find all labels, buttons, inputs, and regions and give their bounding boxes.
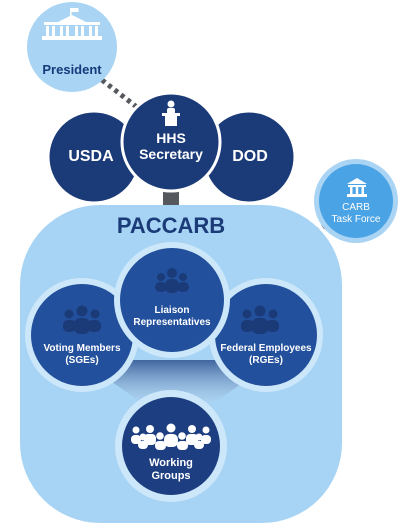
carb-label: CARB Task Force <box>320 202 392 225</box>
carb-circle-inner <box>319 164 393 238</box>
carb-label-line1: CARB <box>342 202 370 213</box>
federal-employees-label-line1: Federal Employees <box>220 343 312 354</box>
dod-label: DOD <box>232 148 268 165</box>
federal-employees-label: Federal Employees (RGEs) <box>210 343 322 366</box>
liaison-label-line2: Representatives <box>133 316 211 328</box>
paccarb-title: PACCARB <box>116 213 226 238</box>
white-house-icon <box>42 8 102 40</box>
voting-members-label: Voting Members (SGEs) <box>32 343 132 366</box>
working-groups-label-line2: Groups <box>151 469 191 482</box>
hhs-circle <box>120 91 222 193</box>
working-groups-label-line1: Working <box>149 457 193 469</box>
people-group-icon <box>131 423 211 450</box>
liaison-label: Liaison Representatives <box>120 305 224 328</box>
usda-label: USDA <box>68 148 114 165</box>
voting-members-label-line2: (SGEs) <box>65 354 99 366</box>
federal-employees-label-line2: (RGEs) <box>249 354 283 366</box>
hhs-label: HHS Secretary <box>130 130 212 162</box>
carb-label-line2: Task Force <box>331 213 381 225</box>
connector-president-hhs <box>100 78 140 110</box>
voting-members-circle <box>31 284 133 386</box>
hhs-label-line2: Secretary <box>139 146 203 163</box>
liaison-label-line1: Liaison <box>154 305 190 316</box>
liaison-circle <box>120 248 224 352</box>
federal-employees-circle <box>215 284 317 386</box>
hhs-label-line1: HHS <box>156 130 186 146</box>
people-group-icon <box>63 305 101 334</box>
podium-speaker-icon <box>162 100 180 126</box>
people-group-icon <box>241 305 279 334</box>
voting-members-label-line1: Voting Members <box>43 343 121 354</box>
government-building-icon <box>347 178 367 197</box>
president-label: President <box>42 62 102 77</box>
people-group-icon <box>155 268 189 293</box>
working-groups-label: Working Groups <box>126 457 216 482</box>
